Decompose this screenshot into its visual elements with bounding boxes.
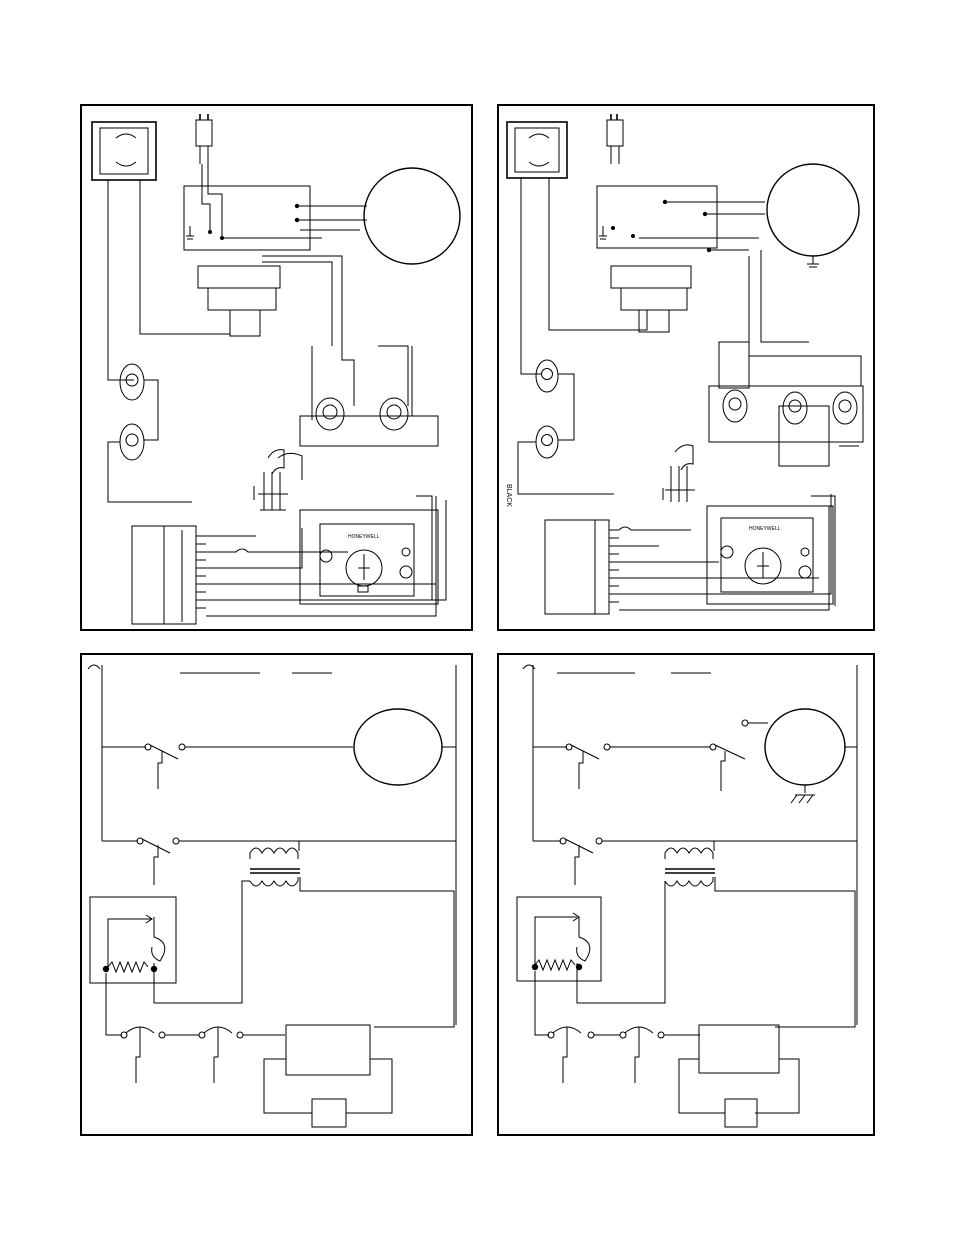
valve-brand-label: HONEYWELL bbox=[348, 534, 380, 540]
schematic-diagram-1 bbox=[82, 655, 471, 1134]
panel-top-right-wiring: BLACK HONEYWELL bbox=[497, 104, 875, 631]
schematic-diagram-2 bbox=[499, 655, 873, 1134]
panel-bottom-left-schematic bbox=[80, 653, 473, 1136]
panel-bottom-right-schematic bbox=[497, 653, 875, 1136]
wiring-diagram-2: BLACK HONEYWELL bbox=[499, 106, 873, 629]
wire-label-black: BLACK bbox=[505, 484, 512, 507]
wiring-diagram-1: HONEYWELL bbox=[82, 106, 471, 629]
panel-top-left-wiring: HONEYWELL bbox=[80, 104, 473, 631]
valve-brand-label-2: HONEYWELL bbox=[749, 526, 781, 532]
